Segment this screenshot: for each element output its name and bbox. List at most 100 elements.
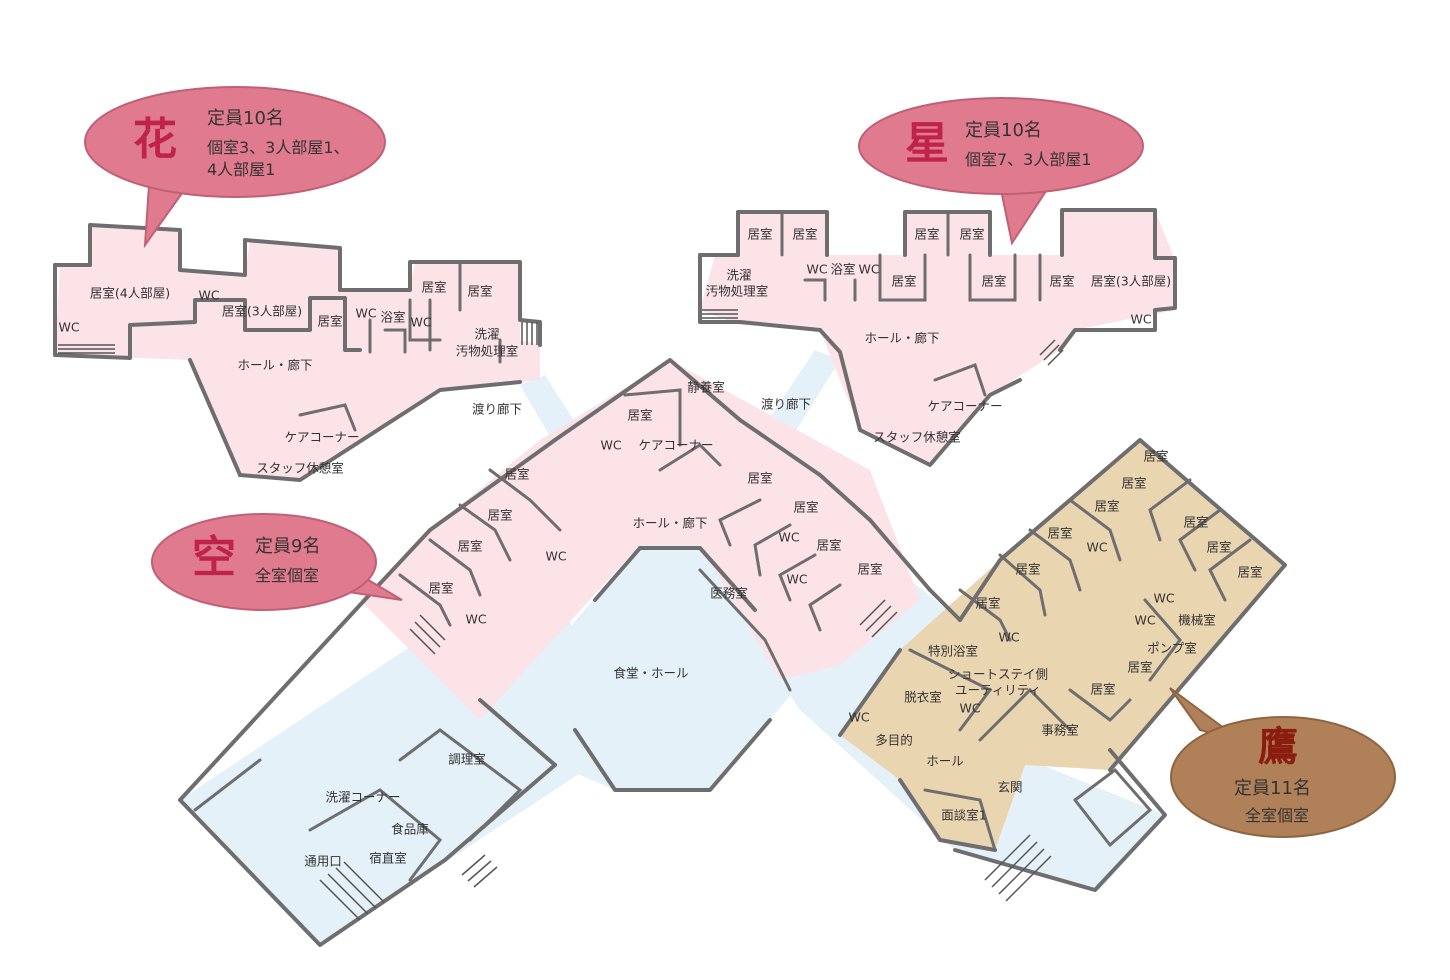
entrance-label: 玄関 xyxy=(997,780,1022,795)
shortstay-utility-label-2: ユーティリティ xyxy=(955,683,1041,698)
labels-service: 調理室 洗濯コーナー 食品庫 宿直室 通用口 xyxy=(304,752,486,869)
corridor-left-label: 渡り廊下 xyxy=(472,402,522,417)
hoshi-room-label-3: 居室 xyxy=(914,227,939,242)
center-right-wc-label-2: WC xyxy=(786,572,807,587)
zone-fills xyxy=(55,210,1285,945)
service-entrance-label: 通用口 xyxy=(304,854,342,869)
quiet-room-label: 静養室 xyxy=(687,380,725,395)
taka-room-label-2: 居室 xyxy=(1121,476,1146,491)
hoshi-wc-label-1: WC xyxy=(806,262,827,277)
taka-bubble xyxy=(1169,687,1396,838)
interview-room-label: 面談室1 xyxy=(941,808,986,823)
hoshi-unit-name: 星 xyxy=(905,118,949,169)
hana-room-4person-label: 居室(4人部屋) xyxy=(90,286,170,301)
sora-wc-label-2: WC xyxy=(465,612,486,627)
hoshi-rooms: 個室7、3人部屋1 xyxy=(965,150,1092,169)
taka-room-label-7: 居室 xyxy=(1237,565,1262,580)
taka-room-label-1: 居室 xyxy=(1143,449,1168,464)
center-room-label-top: 居室 xyxy=(627,408,652,423)
labels-hana: 居室(4人部屋) WC WC 居室(3人部屋) 居室 WC 浴室 WC 居室 居… xyxy=(58,280,518,476)
hana-room-label-b: 居室 xyxy=(421,280,446,295)
center-right-wc-label-1: WC xyxy=(778,530,799,545)
taka-wc-label-6: WC xyxy=(848,710,869,725)
hoshi-room-label-1: 居室 xyxy=(747,227,772,242)
hoshi-room-label-4: 居室 xyxy=(959,227,984,242)
hoshi-room-3person-label: 居室(3人部屋) xyxy=(1091,274,1171,289)
office-label: 事務室 xyxy=(1041,723,1079,738)
hoshi-room-label-7: 居室 xyxy=(1049,274,1074,289)
labels-taka: 居室 居室 居室 居室 WC 居室 居室 居室 居室 居室 WC WC 機械室 … xyxy=(848,449,1262,823)
hoshi-room-label-2: 居室 xyxy=(792,227,817,242)
stairs-hana-left xyxy=(58,344,115,354)
hoshi-capacity: 定員10名 xyxy=(965,120,1042,141)
center-right-room-label-4: 居室 xyxy=(857,562,882,577)
taka-room-label-11: 居室 xyxy=(1127,660,1152,675)
taka-wc-label-2: WC xyxy=(1153,591,1174,606)
hana-rooms-line1: 個室3、3人部屋1、 xyxy=(207,138,350,157)
hana-bubble xyxy=(84,86,386,249)
taka-room-label-8: 居室 xyxy=(1015,562,1040,577)
taka-room-label-9: 居室 xyxy=(975,596,1000,611)
dining-hall-label: 食堂・ホール xyxy=(613,666,688,681)
hana-laundry-label-2: 汚物処理室 xyxy=(456,344,519,359)
hana-wc-label-1: WC xyxy=(198,288,219,303)
hana-unit-name: 花 xyxy=(133,114,177,165)
hoshi-bubble xyxy=(858,97,1144,246)
hana-bath-label: 浴室 xyxy=(380,310,405,325)
hoshi-room-label-6: 居室 xyxy=(981,274,1006,289)
taka-room-label-4: 居室 xyxy=(1047,526,1072,541)
hana-floor xyxy=(55,225,540,480)
taka-wc-label-5: WC xyxy=(959,701,980,716)
pantry-label: 食品庫 xyxy=(391,822,429,837)
hoshi-bath-label: 浴室 xyxy=(830,262,855,277)
taka-wc-label-4: WC xyxy=(998,630,1019,645)
hana-staff-room-label: スタッフ休憩室 xyxy=(256,461,344,476)
shortstay-utility-label-1: ショートステイ側 xyxy=(948,667,1048,682)
multipurpose-label: 多目的 xyxy=(875,733,913,748)
special-bath-label: 特別浴室 xyxy=(928,644,978,659)
sora-room-label-2: 居室 xyxy=(487,508,512,523)
bubble-shapes xyxy=(84,86,1396,838)
corridor-left-floor xyxy=(520,375,580,440)
labels-hoshi: 居室 居室 居室 居室 洗濯 汚物処理室 WC 浴室 WC 居室 居室 居室 居… xyxy=(706,227,1171,445)
pump-room-label: ポンプ室 xyxy=(1147,641,1197,656)
sora-wc-label-1: WC xyxy=(545,549,566,564)
hana-room-label-c: 居室 xyxy=(467,284,492,299)
center-hall-label: ホール・廊下 xyxy=(632,516,707,531)
stairs-lower-left xyxy=(319,861,385,921)
labels-center: 渡り廊下 渡り廊下 静養室 居室 WC ケアコーナー ホール・廊下 居室 居室 … xyxy=(428,380,882,681)
taka-room-label-12: 居室 xyxy=(1090,682,1115,697)
sora-bubble xyxy=(151,513,403,611)
hana-wc-label-4: WC xyxy=(410,315,431,330)
center-pink-floor xyxy=(360,360,920,720)
hana-hall-label: ホール・廊下 xyxy=(237,358,312,373)
dining-floor xyxy=(525,545,795,790)
hana-wc-label-2: WC xyxy=(58,320,79,335)
sora-room-label-3: 居室 xyxy=(457,539,482,554)
hoshi-hall-label: ホール・廊下 xyxy=(864,331,939,346)
taka-floor xyxy=(840,440,1285,850)
stairs-center-right xyxy=(859,599,898,638)
medical-room-label: 医務室 xyxy=(710,586,748,601)
hoshi-staff-room-label: スタッフ休憩室 xyxy=(873,430,961,445)
center-care-corner-label: ケアコーナー xyxy=(638,438,713,453)
hoshi-room-label-5: 居室 xyxy=(891,274,916,289)
night-room-label: 宿直室 xyxy=(369,851,407,866)
taka-hall-label: ホール xyxy=(926,754,964,769)
hoshi-laundry-label-2: 汚物処理室 xyxy=(706,284,769,299)
stairs-hoshi-left xyxy=(702,309,738,319)
stairs-sora xyxy=(409,614,446,655)
taka-unit-name: 鷹 xyxy=(1258,723,1298,770)
hoshi-floor xyxy=(700,210,1175,465)
taka-room-label-6: 居室 xyxy=(1206,540,1231,555)
hana-room-label-a: 居室 xyxy=(317,314,342,329)
hana-rooms-line2: 4人部屋1 xyxy=(207,160,276,179)
machine-room-label: 機械室 xyxy=(1178,613,1216,628)
center-right-room-label-2: 居室 xyxy=(793,500,818,515)
changing-room-label: 脱衣室 xyxy=(904,690,942,705)
sora-rooms: 全室個室 xyxy=(255,566,320,585)
corridor-right-floor xyxy=(765,350,840,440)
center-wc-label-top: WC xyxy=(600,438,621,453)
sora-room-label-1: 居室 xyxy=(504,467,529,482)
